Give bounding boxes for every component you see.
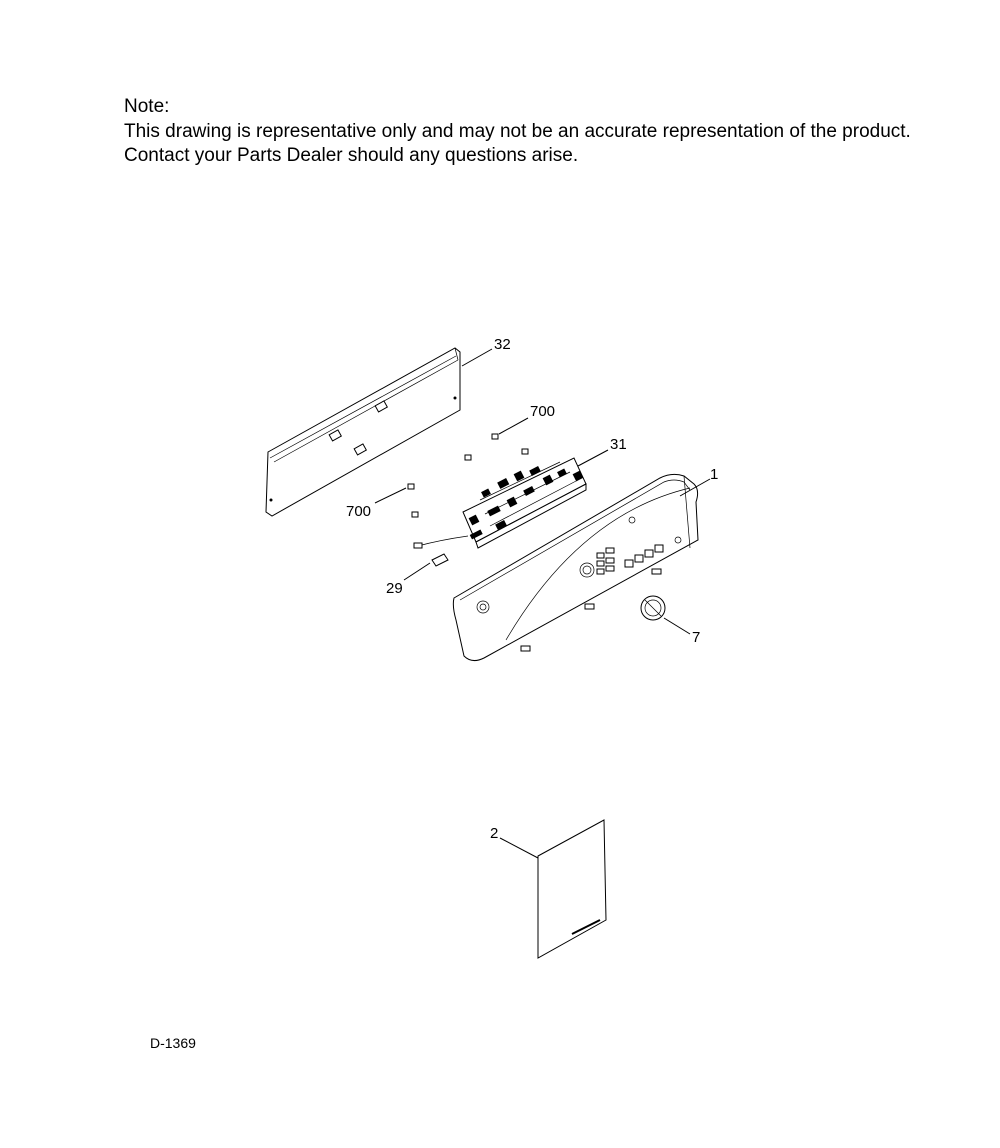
leader-1 bbox=[679, 478, 711, 497]
document-id: D-1369 bbox=[150, 1035, 196, 1051]
callout-7: 7 bbox=[692, 629, 700, 646]
leader-2 bbox=[499, 837, 539, 859]
leader-700-top bbox=[498, 417, 529, 435]
part-2-literature-sheet bbox=[537, 819, 607, 959]
leader-32 bbox=[461, 348, 493, 367]
part-7-knob bbox=[640, 595, 666, 621]
callout-2: 2 bbox=[490, 825, 498, 842]
callout-1: 1 bbox=[710, 466, 718, 483]
leader-31 bbox=[577, 449, 609, 467]
note-line-1: This drawing is representative only and … bbox=[124, 120, 911, 142]
leader-700-left bbox=[374, 487, 407, 504]
leader-7 bbox=[663, 617, 691, 635]
callout-31: 31 bbox=[610, 436, 627, 453]
leader-29 bbox=[403, 562, 431, 581]
disclaimer-note: Note: This drawing is representative onl… bbox=[124, 95, 911, 169]
part-1-control-panel bbox=[452, 473, 699, 662]
note-line-2: Contact your Parts Dealer should any que… bbox=[124, 145, 579, 166]
part-700-screws bbox=[407, 433, 529, 518]
callout-700-top: 700 bbox=[530, 403, 555, 420]
part-32-bracket bbox=[265, 347, 461, 517]
part-31-control-board bbox=[413, 457, 587, 549]
callout-32: 32 bbox=[494, 336, 511, 353]
part-29 bbox=[431, 553, 449, 567]
note-heading: Note: bbox=[124, 96, 170, 117]
callout-29: 29 bbox=[386, 580, 403, 597]
callout-700-left: 700 bbox=[346, 503, 371, 520]
